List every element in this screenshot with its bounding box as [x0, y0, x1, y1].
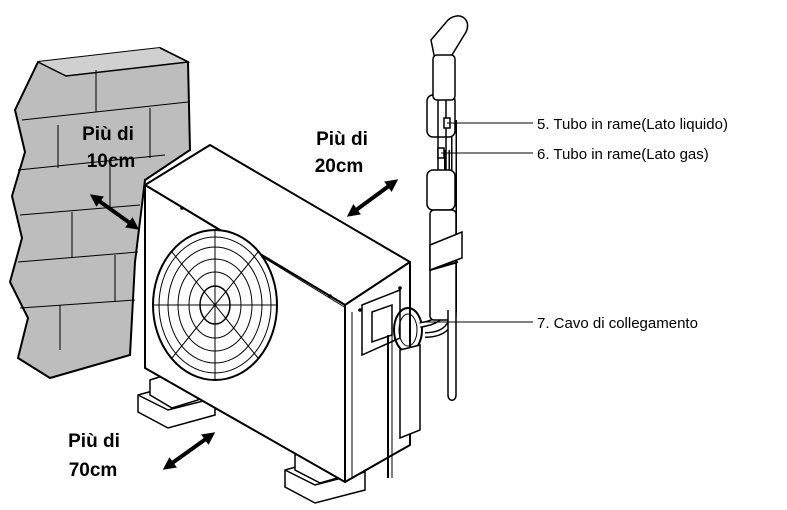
callout-leaders — [420, 122, 533, 323]
arrow-wall — [89, 194, 140, 230]
clearance-front-line2: 70cm — [69, 460, 118, 481]
piping — [419, 15, 469, 401]
clearance-top-line1: Più di — [316, 129, 368, 150]
clearance-wall-line1: Più di — [82, 124, 134, 145]
fan-grille — [152, 229, 278, 381]
callout-liquid-pipe: 5. Tubo in rame(Lato liquido) — [537, 116, 728, 133]
clearance-front-line1: Più di — [68, 431, 120, 452]
arrow-top — [346, 179, 399, 217]
clearance-top-line2: 20cm — [315, 156, 364, 177]
clearance-arrows — [89, 179, 399, 470]
callout-gas-pipe: 6. Tubo in rame(Lato gas) — [537, 146, 709, 163]
service-panel — [361, 288, 423, 478]
clearance-wall-line2: 10cm — [87, 151, 136, 172]
arrow-front — [162, 432, 216, 470]
callout-cable: 7. Cavo di collegamento — [537, 315, 698, 332]
